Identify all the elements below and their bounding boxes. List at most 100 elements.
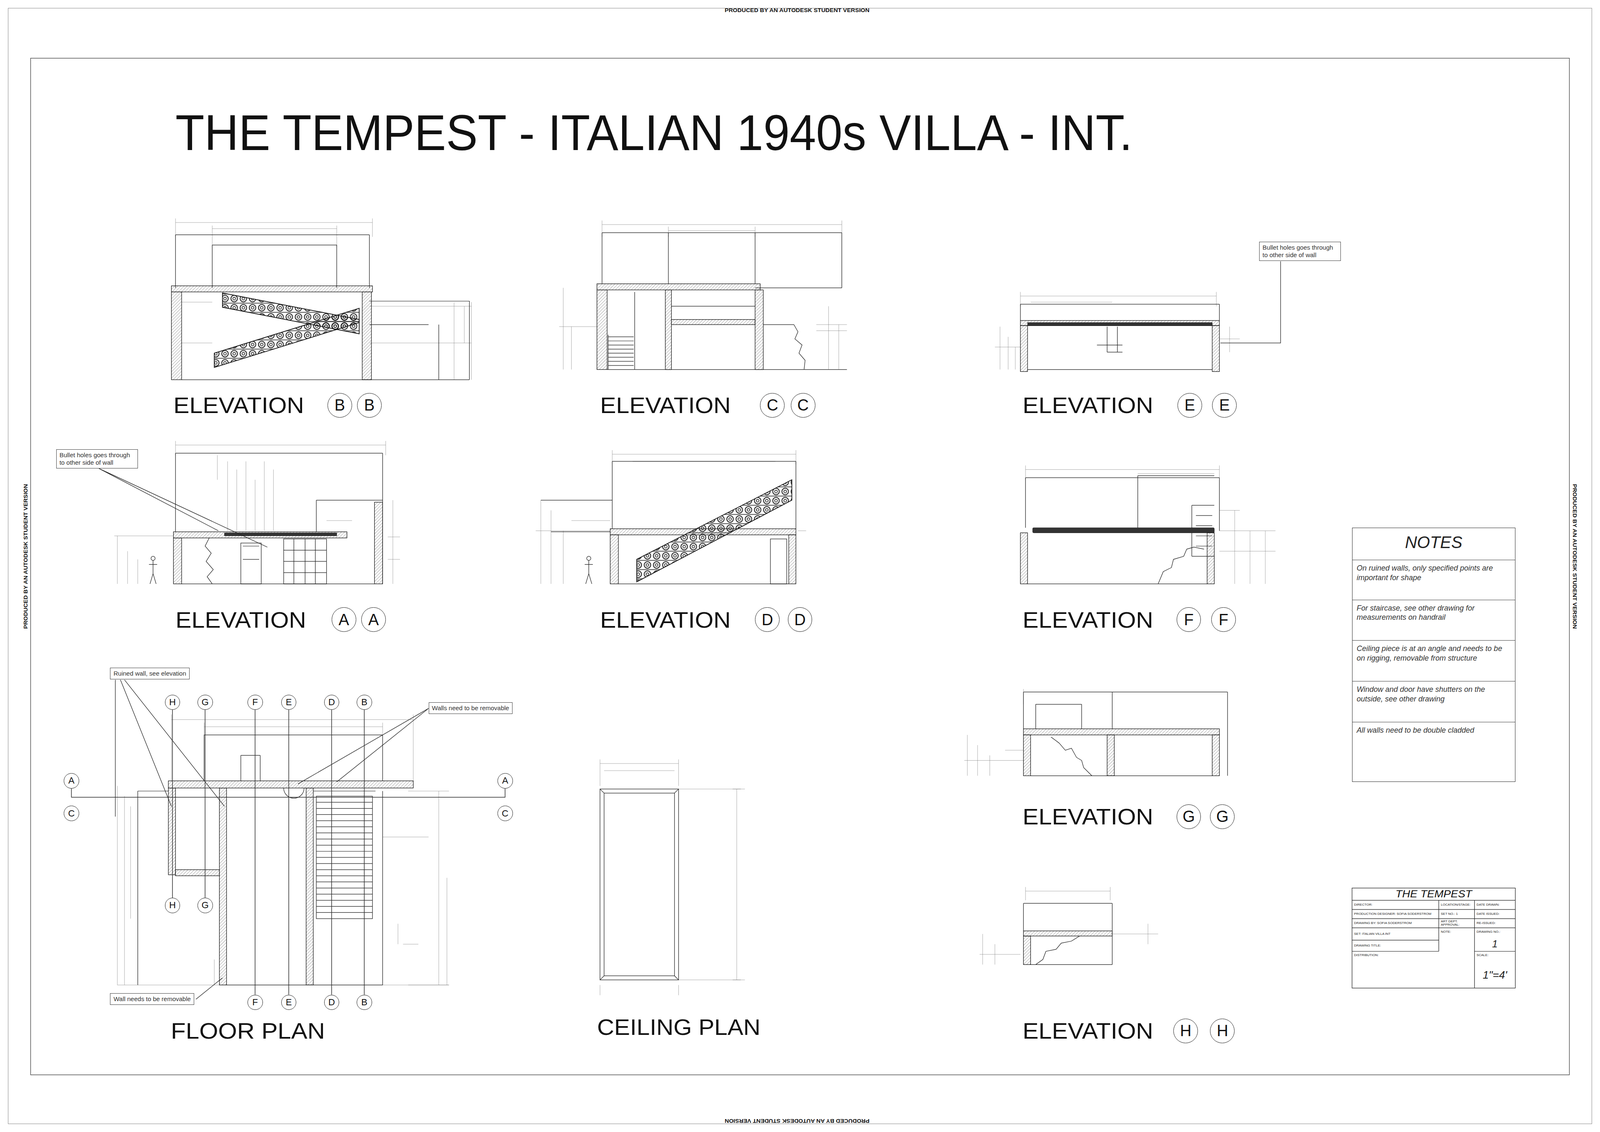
section-marker: G xyxy=(1210,804,1235,829)
title-block-text: LOCATION/STAGE: xyxy=(1440,902,1471,907)
notes-heading: NOTES xyxy=(1352,527,1515,551)
section-marker: C xyxy=(790,392,816,418)
title-block-grid xyxy=(1352,887,1516,988)
section-marker: A xyxy=(331,607,357,632)
note-text: For staircase, see other drawing for mea… xyxy=(1356,603,1511,623)
title-block-grid xyxy=(1352,900,1516,988)
grid-marker: B xyxy=(356,694,373,710)
grid-marker: C xyxy=(497,805,513,821)
label-anchor: NOTE: xyxy=(1440,930,1451,934)
grid-marker: H xyxy=(165,897,181,913)
section-marker: A xyxy=(361,607,386,632)
elevation-gg xyxy=(964,688,1228,776)
elevation-gg xyxy=(1107,734,1115,776)
view-label: ELEVATION xyxy=(1022,608,1154,631)
title-anchor: THE TEMPEST - ITALIAN 1940s VILLA - INT. xyxy=(175,107,1133,158)
title-block-text: DRAWING NO.: xyxy=(1476,930,1501,934)
floor-plan xyxy=(175,869,220,876)
title-block-text: DRAWING BY: SOFIA SODERSTROM xyxy=(1354,921,1412,925)
note-cell: All walls need to be double cladded xyxy=(1352,721,1515,782)
watermark: PRODUCED BY AN AUTODESK STUDENT VERSION xyxy=(724,7,870,13)
elevation-ee xyxy=(1027,322,1213,326)
marker-letter: E xyxy=(1219,397,1230,413)
floor-plan xyxy=(219,787,227,985)
elevation-hh xyxy=(1023,902,1113,965)
marker-letter: G xyxy=(201,900,209,910)
marker-letter: H xyxy=(1216,1022,1228,1039)
marker-letter: C xyxy=(797,397,809,413)
note-cell: On ruined walls, only specified points a… xyxy=(1352,559,1515,600)
label-anchor: DIRECTOR: xyxy=(1354,902,1373,907)
marker-letter: E xyxy=(1184,397,1195,413)
callout-text: Wall needs to be removable xyxy=(113,995,191,1003)
label-anchor: DATE ISSUED: xyxy=(1476,912,1500,916)
note-text: On ruined walls, only specified points a… xyxy=(1356,563,1511,583)
grid-marker: D xyxy=(324,994,340,1010)
elevation-aa xyxy=(150,556,155,561)
callout-box: Walls need to be removable xyxy=(428,702,513,714)
section-marker: D xyxy=(755,607,780,632)
marker-letter: C xyxy=(766,397,778,413)
notes-panel: NOTES On ruined walls, only specified poi… xyxy=(1352,527,1516,782)
elevation-aa xyxy=(173,537,182,584)
label-anchor: DISTRIBUTION: xyxy=(1354,953,1379,957)
callout-box: Bullet holes goes through to other side … xyxy=(1259,241,1341,261)
elevation-ff xyxy=(1020,465,1276,584)
note-text: All walls need to be double cladded xyxy=(1356,725,1511,735)
elevation-aa xyxy=(205,537,260,584)
section-marker: B xyxy=(357,392,382,418)
elevation-cc xyxy=(755,290,764,370)
elevation-ff xyxy=(1032,527,1215,533)
marker-letter: F xyxy=(1218,611,1229,628)
view-label: ELEVATION xyxy=(1022,805,1154,828)
elevation-ff xyxy=(1020,532,1028,584)
elevation-aa xyxy=(374,502,383,584)
view-label: ELEVATION xyxy=(175,608,307,631)
section-line xyxy=(71,788,505,798)
callout-text: Bullet holes goes through to other side … xyxy=(1262,243,1338,259)
elevation-aa xyxy=(283,538,327,584)
elevation-ff xyxy=(1025,475,1220,584)
elevation-bb xyxy=(175,234,470,380)
title-block-text: DISTRIBUTION: xyxy=(1354,953,1379,957)
title-block-text: SET NO.: 1 xyxy=(1440,912,1458,916)
label-anchor: LOCATION/STAGE: xyxy=(1440,902,1471,907)
floor-plan xyxy=(137,734,383,985)
label-anchor: RE-ISSUED: xyxy=(1476,921,1496,925)
title-block-text: PRODUCTION DESIGNER: SOFIA SODERSTROM xyxy=(1354,912,1432,916)
view-label: ELEVATION xyxy=(600,393,731,417)
marker-letter: A xyxy=(338,611,350,628)
view-label: ELEVATION xyxy=(600,608,731,631)
marker-letter: E xyxy=(285,997,293,1007)
title-block-heading: THE TEMPEST xyxy=(1395,888,1473,899)
section-marker: D xyxy=(787,607,813,632)
label-anchor: ELEVATION xyxy=(600,393,731,417)
sheet-title: THE TEMPEST - ITALIAN 1940s VILLA - INT. xyxy=(175,107,1133,158)
label-anchor: DATE DRAWN: xyxy=(1476,902,1500,907)
grid-marker: G xyxy=(197,897,213,913)
elevation-aa xyxy=(224,532,337,536)
ceiling-plan xyxy=(604,792,675,976)
elevation-bb xyxy=(175,218,472,380)
sheet-frame xyxy=(30,58,1570,1075)
marker-letter: B xyxy=(361,997,368,1007)
label-anchor: ART DEPT. APPROVAL: xyxy=(1440,919,1475,927)
elevation-bb xyxy=(171,285,373,293)
label-anchor: DRAWING NO.: xyxy=(1476,930,1501,934)
label-anchor: SET: ITALIAN VILLA INT xyxy=(1354,932,1391,936)
label-anchor: ELEVATION xyxy=(1022,1019,1154,1042)
label-anchor: PRODUCED BY AN AUTODESK STUDENT VERSION xyxy=(1571,483,1578,629)
elevation-aa xyxy=(99,440,400,584)
note-text: Ceiling piece is at an angle and needs t… xyxy=(1356,643,1511,663)
section-line xyxy=(288,709,290,995)
elevation-dd xyxy=(584,560,593,584)
marker-letter: B xyxy=(334,397,345,413)
marker-letter: F xyxy=(1183,611,1194,628)
elevation-gg xyxy=(964,688,1024,776)
elevation-bb xyxy=(171,218,472,380)
marker-letter: B xyxy=(364,397,375,413)
elevation-cc xyxy=(671,319,755,325)
elevation-aa xyxy=(99,468,268,548)
elevation-ee xyxy=(995,261,1281,372)
